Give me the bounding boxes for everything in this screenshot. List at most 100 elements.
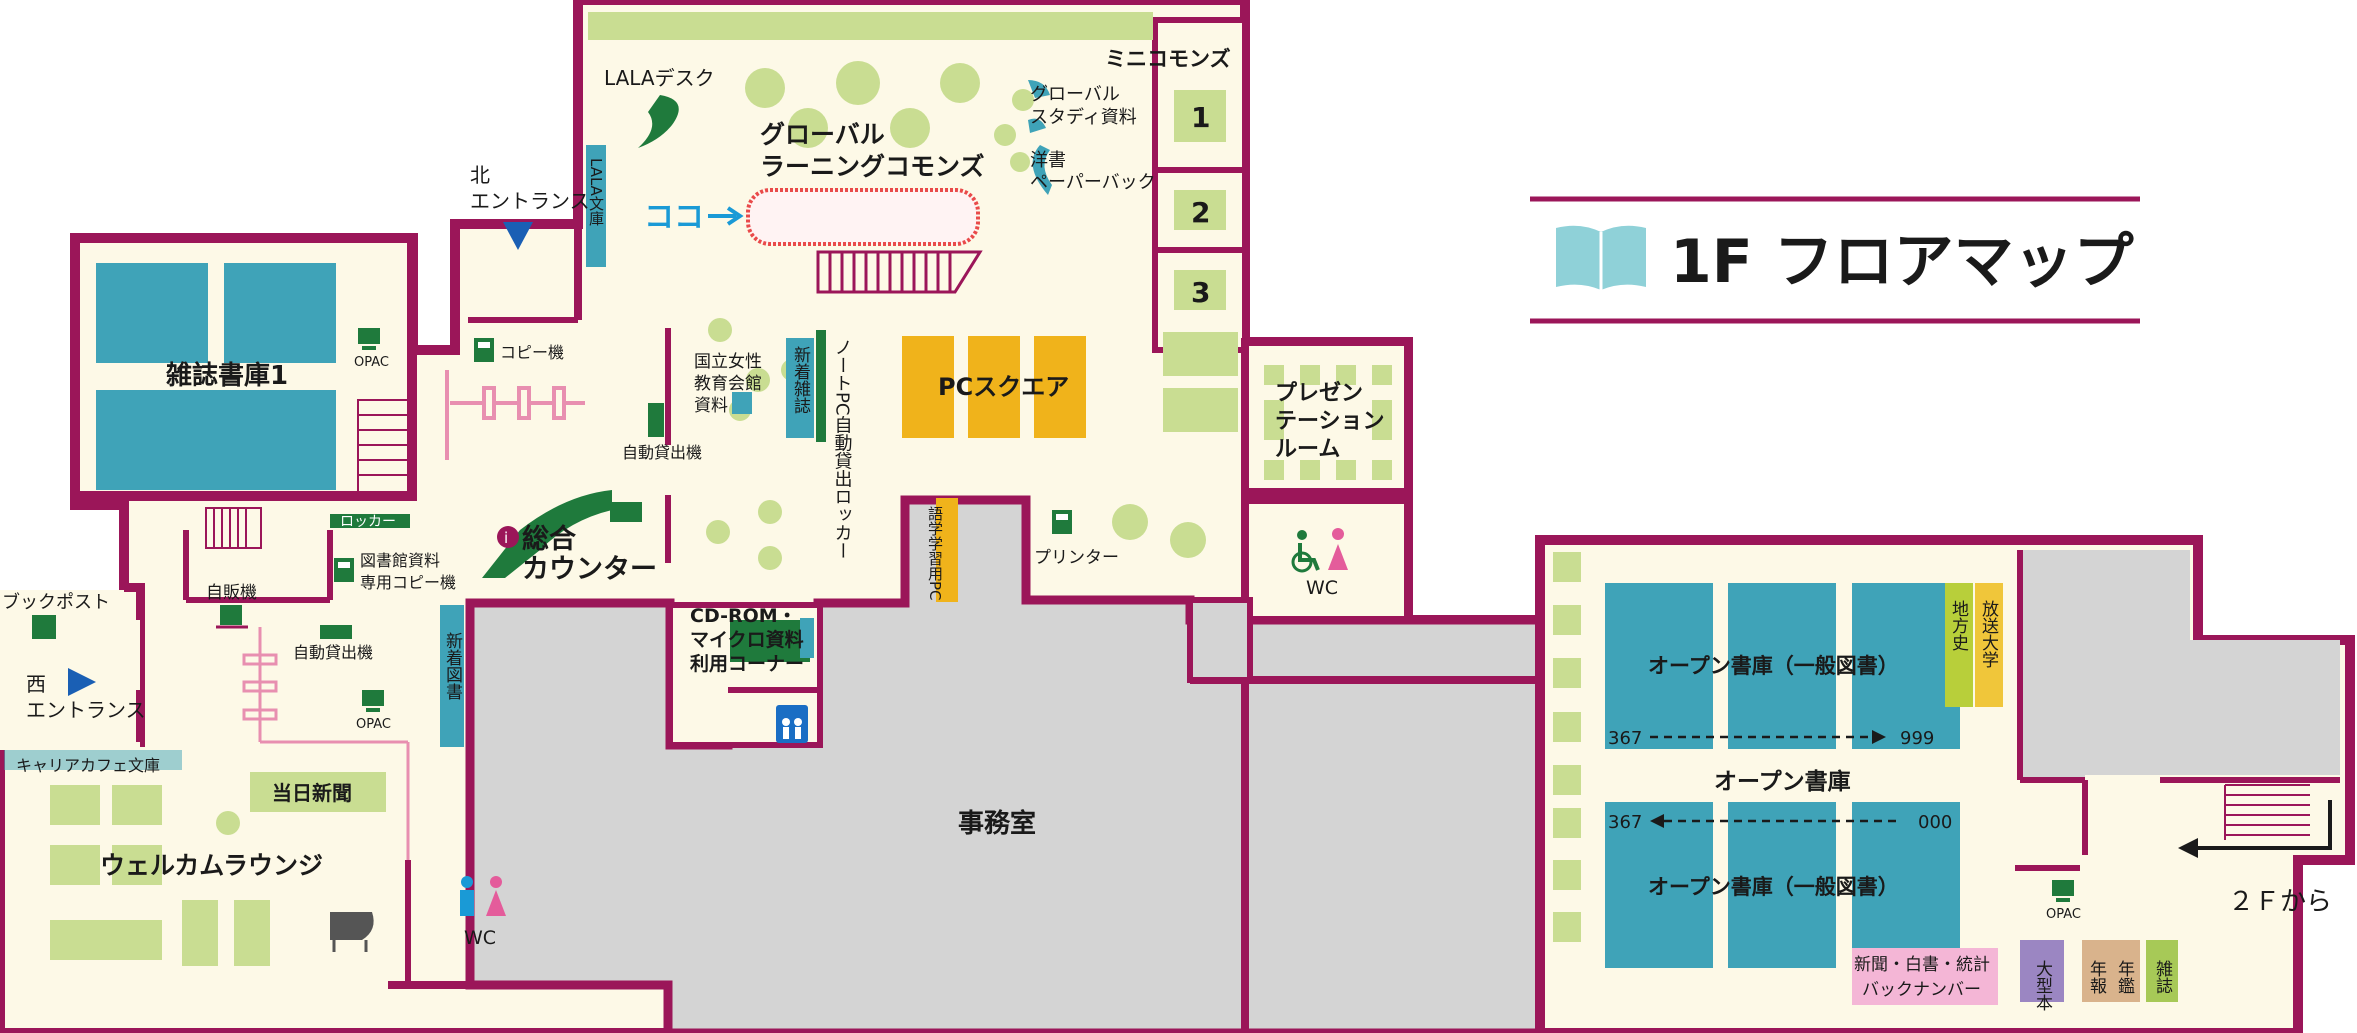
global-study-shelf — [1028, 118, 1046, 133]
library-copy-label-2: 専用コピー機 — [360, 573, 456, 592]
lounge-table — [182, 900, 218, 966]
global-commons-label-1: グローバル — [760, 120, 885, 149]
map-title: 1F フロアマップ — [1670, 227, 2134, 297]
room-2-label: 2 — [1191, 196, 1210, 229]
book-icon — [1556, 225, 1646, 290]
female-toilet-icon — [486, 876, 506, 916]
notepc-locker — [816, 330, 826, 442]
magazine-stack-shelf — [224, 263, 336, 363]
nwec-label-3: 資料 — [694, 396, 728, 416]
open-stack-shelf — [1605, 583, 1713, 749]
large-books-shelf — [2020, 940, 2064, 1002]
east-building: オープン書庫（一般図書） 367 999 地方史 放送大学 オープン書庫 367… — [1535, 535, 2355, 1033]
printer-icon — [1052, 510, 1072, 534]
arrow-left-icon — [1650, 814, 1664, 828]
western-shelf — [1032, 145, 1052, 195]
welcome-lounge-label: ウェルカムラウンジ — [100, 851, 323, 880]
lounge-table — [50, 845, 100, 885]
magazine-stack-label: 雑誌書庫1 — [165, 360, 288, 391]
male-toilet-icon — [460, 876, 474, 916]
nwec-shelf — [732, 392, 752, 414]
vending-label: 自販機 — [206, 583, 257, 603]
open-univ-label: 放送大学 — [1978, 600, 1999, 668]
newspaper-label-1: 新聞・白書・統計 — [1854, 955, 1990, 975]
copier-label: コピー機 — [500, 343, 564, 362]
locker-label: ロッカー — [340, 514, 396, 530]
side-table — [1163, 388, 1238, 432]
pc-square-table — [968, 336, 1020, 438]
room-1-label: 1 — [1191, 101, 1210, 134]
counter-desk — [610, 502, 642, 522]
entrance-arrow-icon — [503, 222, 533, 250]
mini-commons-room-2 — [1174, 190, 1226, 230]
range-a-end: 999 — [1900, 728, 1934, 749]
open-stack-shelf — [1605, 802, 1713, 968]
newspaper-shelf — [1852, 948, 1998, 1005]
west-entrance-label-2: エントランス — [26, 698, 146, 722]
new-magazine-shelf — [786, 338, 814, 438]
magazines-label: 雑誌 — [2152, 960, 2173, 994]
vending-machine — [220, 605, 242, 625]
west-area: ブックポスト 西 エントランス 自販機 自動貸出機 OPAC キャリアカフェ文庫… — [0, 505, 506, 989]
piano-icon — [330, 912, 374, 952]
from-2f-arrow — [2185, 800, 2332, 850]
opac-icon — [358, 328, 380, 350]
auto-lending-machine — [320, 625, 352, 639]
career-cafe-label: キャリアカフェ文庫 — [16, 756, 160, 775]
yearbook-label-2: 年鑑 — [2114, 960, 2135, 994]
cdrom-shelf — [800, 618, 814, 658]
staircase-icon — [2224, 784, 2310, 840]
mini-commons-label: ミニコモンズ — [1105, 47, 1231, 71]
here-label: ココ — [644, 200, 704, 235]
new-books-shelf — [440, 605, 464, 747]
book-post-label: ブックポスト — [2, 591, 110, 613]
magazines-shelf — [2146, 940, 2178, 1002]
nwec-label-1: 国立女性 — [694, 352, 762, 372]
info-icon — [497, 526, 519, 548]
notepc-locker-label: ノートPC自動貸出ロッカー — [832, 338, 853, 559]
north-entrance-label-2: エントランス — [470, 189, 590, 213]
large-books-label: 大型本 — [2032, 960, 2053, 1011]
global-study-label-2: スタディ資料 — [1030, 107, 1137, 128]
main-counter-desk — [482, 490, 612, 578]
side-table — [1163, 332, 1238, 376]
wc-east-label: WC — [1306, 577, 1338, 599]
here-location-marker[interactable] — [746, 188, 980, 246]
new-books-label: 新着図書 — [442, 632, 463, 700]
staircase-icon — [816, 250, 983, 294]
cdrom-label-1: CD-ROM・ — [690, 605, 797, 627]
auto-lending-2-label: 自動貸出機 — [293, 643, 373, 662]
open-stack-shelf — [1852, 583, 1960, 749]
cdrom-label-2: マイクロ資料 — [690, 628, 804, 651]
auto-lending-label: 自動貸出機 — [622, 443, 702, 462]
wheelchair-icon — [1291, 530, 1320, 573]
open-stack-shelf — [1852, 802, 1960, 968]
entry-gates — [242, 627, 410, 860]
mini-commons-room-3 — [1174, 270, 1226, 310]
yearbook-label-1: 年報 — [2086, 960, 2107, 995]
language-pc-desk — [936, 498, 958, 602]
global-commons-label-2: ラーニングコモンズ — [760, 152, 985, 181]
global-study-label-1: グローバル — [1030, 84, 1120, 105]
lounge-table — [50, 785, 100, 825]
central-area: 自動貸出機 国立女性 教育会館 資料 新着雑誌 ノートPC自動貸出ロッカー PC… — [205, 328, 1119, 747]
range-b-end: 000 — [1918, 812, 1952, 833]
yearbook-shelf — [2082, 940, 2140, 1002]
lounge-table — [112, 785, 162, 825]
presentation-label-1: プレゼン — [1275, 381, 1363, 406]
pc-square-table — [1034, 336, 1086, 438]
pc-square-label: PCスクエア — [938, 373, 1069, 401]
western-label-1: 洋書 — [1030, 150, 1066, 171]
opac-label-3: OPAC — [2046, 907, 2081, 922]
decorative-trees — [216, 61, 1206, 835]
copier-icon — [474, 338, 494, 362]
open-general-label-2: オープン書庫（一般図書） — [1648, 875, 1899, 899]
west-entrance-label-1: 西 — [26, 672, 46, 696]
wall-tables — [1553, 552, 1581, 942]
cdrom-label-3: 利用コーナー — [690, 653, 804, 675]
entry-gates — [450, 386, 585, 420]
pc-square-table — [902, 336, 954, 438]
female-toilet-icon — [1328, 528, 1348, 570]
today-news-label: 当日新聞 — [272, 781, 352, 805]
